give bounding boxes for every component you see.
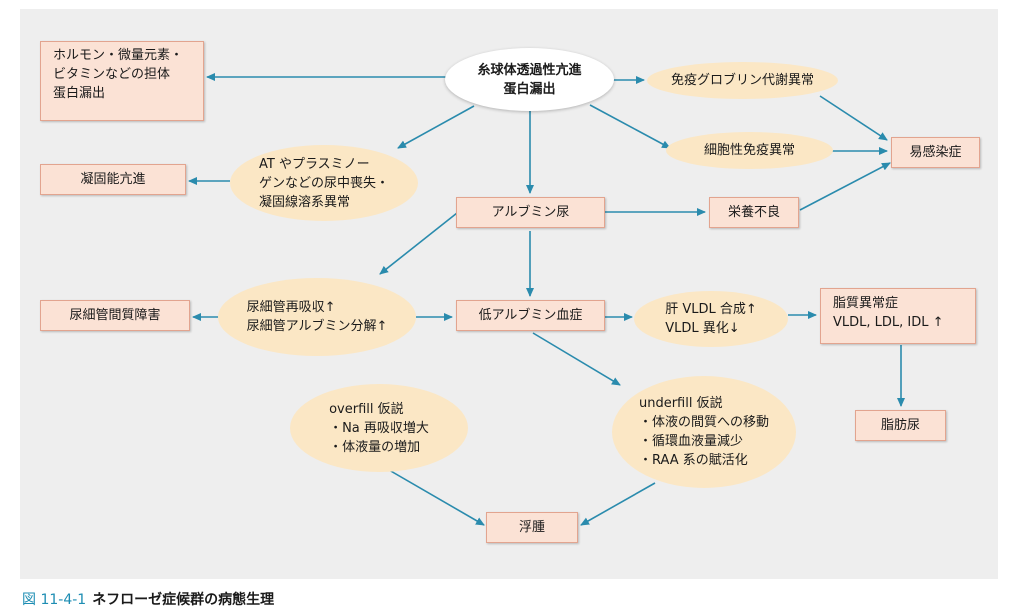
node-coagulation: 凝固能亢進 (40, 164, 186, 195)
node-lipiduria: 脂肪尿 (855, 410, 946, 441)
node-tubulointerstitial: 尿細管間質障害 (40, 300, 190, 331)
node-hypoalbuminemia: 低アルブミン血症 (456, 300, 605, 331)
node-liver-vldl: 肝 VLDL 合成↑ VLDL 異化↓ (634, 291, 788, 347)
figure-caption: 図 11-4-1 ネフローゼ症候群の病態生理 (22, 589, 274, 609)
node-tubular-reabsorption: 尿細管再吸収↑ 尿細管アルブミン分解↑ (218, 278, 416, 356)
node-carrier-protein-leak: ホルモン・微量元素・ ビタミンなどの担体 蛋白漏出 (40, 41, 204, 121)
node-edema: 浮腫 (486, 512, 578, 543)
node-overfill-hypothesis: overfill 仮説 ・Na 再吸収増大 ・体液量の増加 (290, 384, 468, 472)
node-albuminuria: アルブミン尿 (456, 197, 605, 228)
node-immunoglobulin-metabolism: 免疫グロブリン代謝異常 (647, 62, 838, 99)
node-dyslipidemia: 脂質異常症 VLDL, LDL, IDL ↑ (820, 288, 976, 344)
arrow-hypoalbuminemia-to-underfill (532, 332, 621, 386)
arrow-center-to-at (397, 105, 475, 149)
figure-title: ネフローゼ症候群の病態生理 (92, 592, 275, 608)
node-glomerular-permeability: 糸球体透過性亢進 蛋白漏出 (445, 48, 614, 111)
node-cellular-immunity: 細胞性免疫異常 (666, 132, 833, 169)
arrow-malnutrition-to-infection (799, 162, 891, 211)
arrow-immunoglobulin-to-infection (819, 95, 888, 141)
node-infection: 易感染症 (891, 137, 980, 168)
arrow-center-to-cellular (589, 104, 671, 149)
arrow-albuminuria-to-tubular (379, 212, 458, 275)
node-malnutrition: 栄養不良 (709, 197, 799, 228)
figure-number: 図 11-4-1 (22, 592, 87, 608)
arrow-underfill-to-edema (580, 482, 656, 526)
node-at-plasminogen-loss: AT やプラスミノー ゲンなどの尿中喪失・ 凝固線溶系異常 (230, 145, 418, 221)
node-underfill-hypothesis: underfill 仮説 ・体液の間質への移動 ・循環血液量減少 ・RAA 系の… (612, 376, 796, 488)
